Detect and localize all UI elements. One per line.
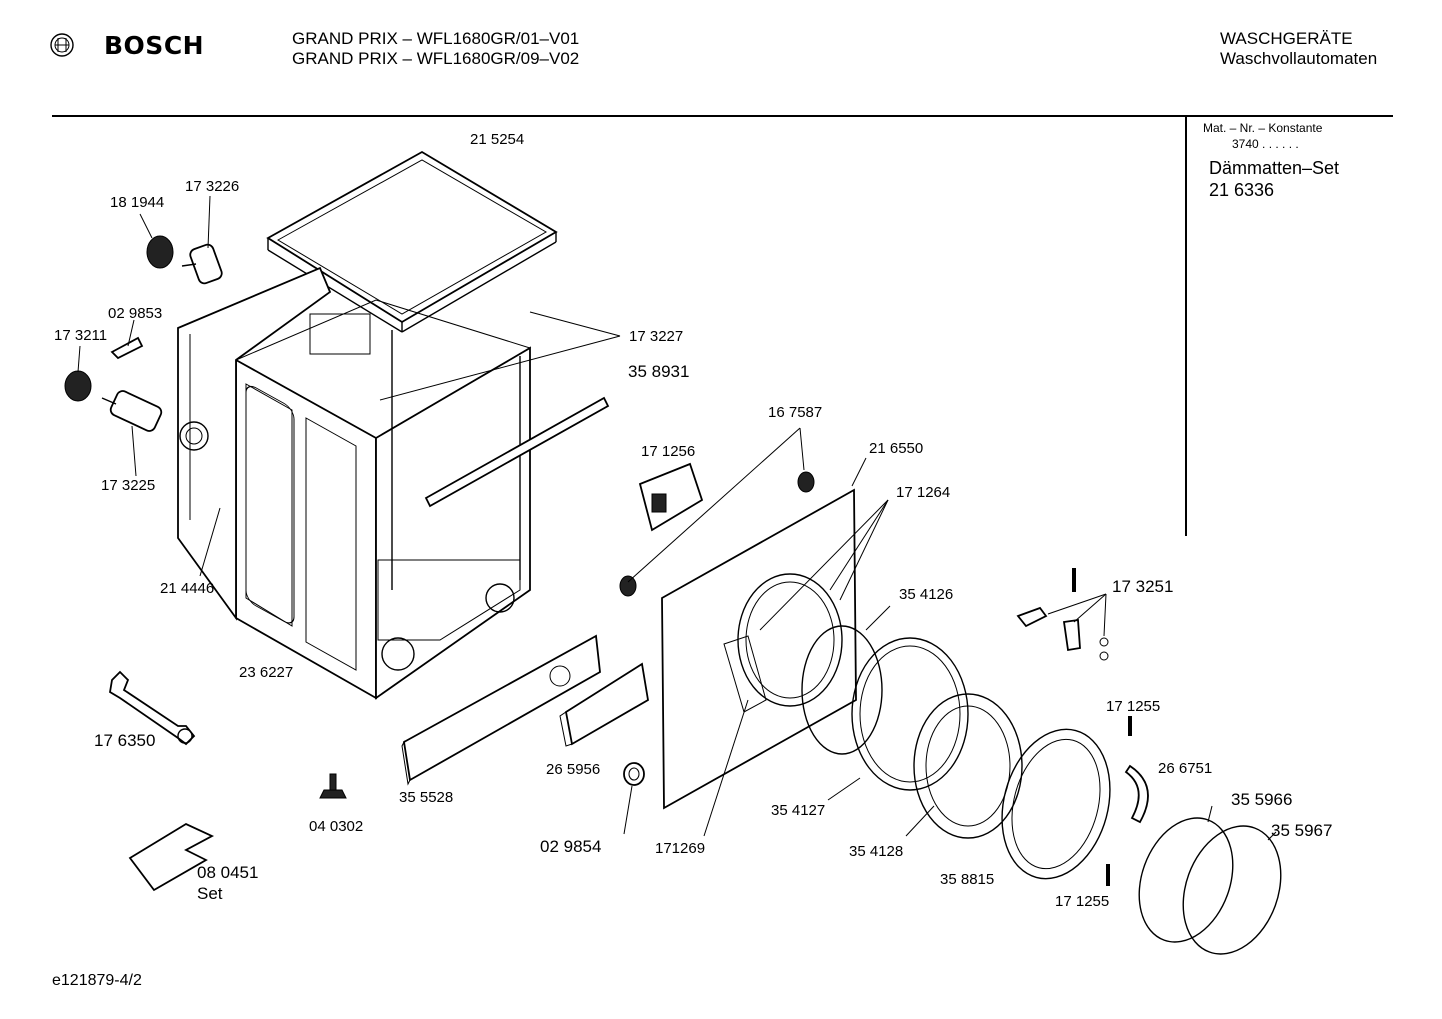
part-label: 35 8931 bbox=[628, 362, 690, 381]
seal-ring-part-355967 bbox=[1182, 825, 1282, 955]
part-label: 17 3225 bbox=[101, 477, 156, 494]
part-label: 23 6227 bbox=[239, 664, 294, 681]
kit-name: Dämmatten–Set bbox=[1209, 158, 1340, 178]
model-line-2: GRAND PRIX – WFL1680GR/09–V02 bbox=[292, 49, 580, 68]
part-label: 35 5967 bbox=[1271, 821, 1333, 840]
part-label: 04 0302 bbox=[309, 818, 364, 835]
part-label: 18 1944 bbox=[110, 194, 165, 211]
front-panel-part bbox=[661, 488, 857, 810]
wrench-tool-part bbox=[109, 670, 196, 746]
part-label: 08 0451 bbox=[197, 863, 259, 882]
part-label: 17 3251 bbox=[1112, 577, 1174, 596]
top-lid-part bbox=[266, 150, 558, 333]
part-label: 26 6751 bbox=[1158, 760, 1213, 777]
constant-label: Mat. – Nr. – Konstante bbox=[1203, 121, 1323, 135]
seal-ring-part-355966 bbox=[1138, 817, 1234, 943]
part-label: 21 5254 bbox=[470, 131, 525, 148]
door-lock-part bbox=[638, 462, 704, 532]
part-label: Set bbox=[197, 884, 223, 903]
pin-part-lower bbox=[1106, 864, 1110, 886]
part-label: 02 9853 bbox=[108, 305, 163, 322]
model-line-1: GRAND PRIX – WFL1680GR/01–V01 bbox=[292, 29, 580, 48]
part-label: 17 3227 bbox=[629, 328, 684, 345]
part-label: 16 7587 bbox=[768, 404, 823, 421]
suppressor-part-173226 bbox=[181, 243, 223, 285]
part-label: 26 5956 bbox=[546, 761, 601, 778]
part-label: 35 4126 bbox=[899, 586, 954, 603]
part-label: 171269 bbox=[655, 840, 706, 857]
door-outer-ring-part bbox=[851, 637, 969, 791]
filter-part-173211 bbox=[64, 370, 92, 402]
part-label: 35 5966 bbox=[1231, 790, 1293, 809]
filter-part-181944 bbox=[146, 235, 174, 269]
cross-strut-part bbox=[424, 396, 610, 508]
clip-part-029853 bbox=[110, 336, 144, 360]
part-label: 21 4446 bbox=[160, 580, 215, 597]
part-label: 17 1255 bbox=[1055, 893, 1110, 910]
pin-part-upper bbox=[1128, 716, 1132, 736]
door-glass-part bbox=[913, 693, 1023, 839]
screw-part bbox=[319, 773, 347, 799]
part-label: 17 1264 bbox=[896, 484, 951, 501]
bosch-logo-icon bbox=[50, 33, 74, 57]
part-label: 21 6550 bbox=[869, 440, 924, 457]
part-label: 35 4128 bbox=[849, 843, 904, 860]
part-label: 35 8815 bbox=[940, 871, 995, 888]
handle-parts-173251 bbox=[1016, 568, 1109, 661]
document-id: e121879-4/2 bbox=[52, 972, 142, 989]
part-label: 02 9854 bbox=[540, 837, 602, 856]
part-label: 17 3226 bbox=[185, 178, 240, 195]
door-inner-ring-part bbox=[1001, 728, 1111, 880]
part-label: 17 3211 bbox=[54, 327, 108, 344]
part-label: 35 5528 bbox=[399, 789, 454, 806]
category-subtitle: Waschvollautomaten bbox=[1220, 49, 1378, 68]
control-panel-part bbox=[401, 634, 601, 786]
clip-part-167587 bbox=[619, 471, 815, 597]
bracket-part bbox=[128, 822, 215, 892]
kit-number: 21 6336 bbox=[1209, 180, 1275, 200]
category-title: WASCHGERÄTE bbox=[1220, 29, 1353, 48]
constant-value: 3740 . . . . . . bbox=[1232, 137, 1299, 151]
detergent-drawer-part bbox=[559, 662, 649, 747]
knob-part bbox=[623, 762, 645, 786]
part-label: 17 1256 bbox=[641, 443, 696, 460]
cabinet-body-part bbox=[234, 299, 532, 700]
part-label: 17 1255 bbox=[1106, 698, 1161, 715]
leader-lines bbox=[77, 195, 1277, 841]
hinge-part bbox=[1124, 764, 1149, 824]
part-label: 17 6350 bbox=[94, 731, 156, 750]
suppressor-part-173225 bbox=[101, 390, 163, 432]
door-gasket-part bbox=[801, 625, 883, 755]
back-panel-part bbox=[177, 266, 332, 621]
part-label: 35 4127 bbox=[771, 802, 826, 819]
brand-name: BOSCH bbox=[104, 31, 205, 60]
